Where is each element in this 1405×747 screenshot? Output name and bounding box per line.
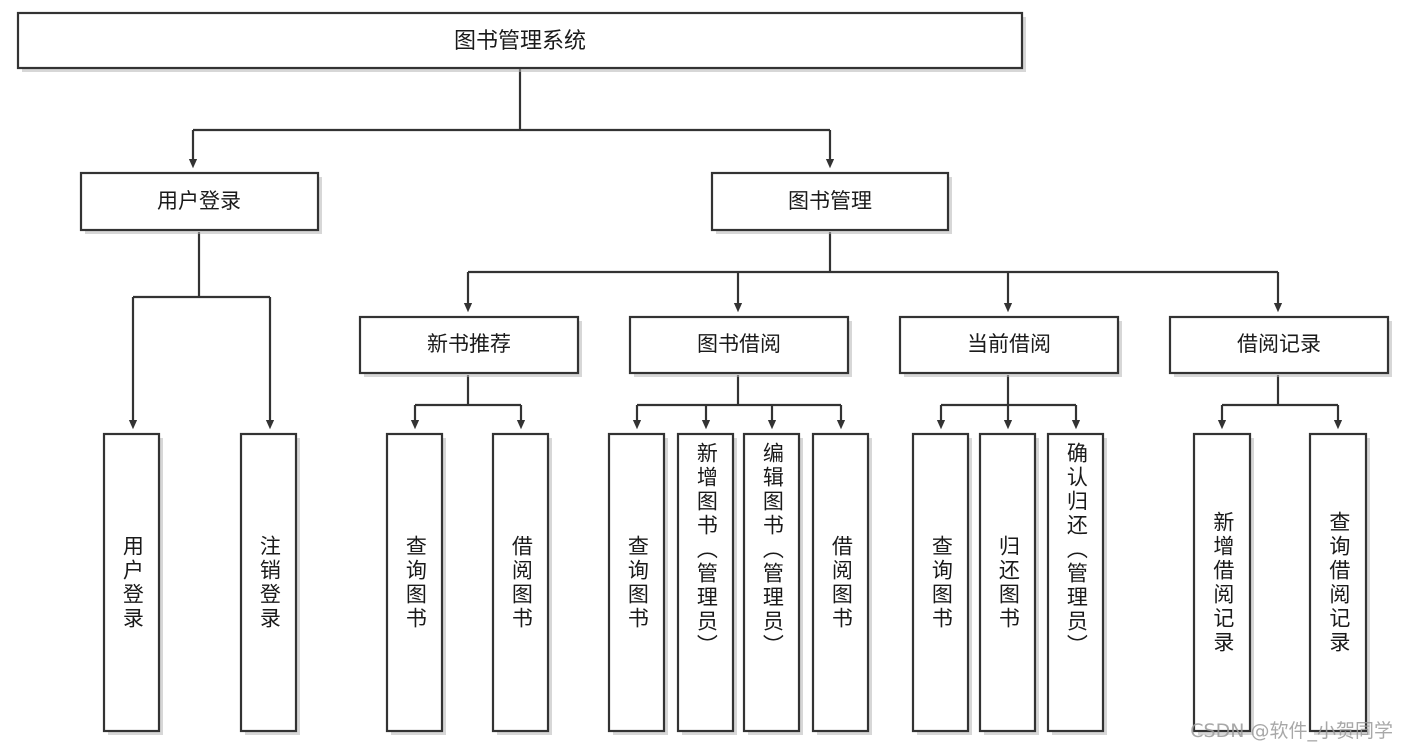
node-current-borrow-label: 当前借阅 [967, 332, 1051, 356]
leaf-current-borrow-0[interactable] [911, 432, 972, 735]
node-book-borrow-label: 图书借阅 [697, 332, 781, 356]
node-new-book-recommend[interactable]: 新书推荐 [358, 315, 582, 377]
leaf-borrow-record-1[interactable] [1308, 432, 1370, 735]
node-borrow-record-label: 借阅记录 [1237, 332, 1321, 356]
node-user-login-label: 用户登录 [157, 189, 241, 213]
leaf-book-borrow-0[interactable] [607, 432, 668, 735]
watermark-label: CSDN @软件_小贺同学 [1190, 720, 1393, 742]
leaf-book-borrow-2[interactable] [742, 432, 803, 735]
node-new-book-recommend-label: 新书推荐 [427, 332, 511, 356]
leaf-new-book-recommend-0[interactable] [385, 432, 446, 735]
node-book-borrow[interactable]: 图书借阅 [628, 315, 852, 377]
leaf-new-book-recommend-1[interactable] [491, 432, 552, 735]
node-book-management-label: 图书管理 [788, 189, 872, 213]
connector-group-borrow-record [1217, 375, 1343, 430]
connector-group-user-login [128, 232, 275, 430]
leaf-user-login-0[interactable] [102, 432, 163, 735]
node-borrow-record[interactable]: 借阅记录 [1168, 315, 1392, 377]
node-user-login[interactable]: 用户登录 [79, 171, 322, 234]
leaf-current-borrow-1[interactable] [978, 432, 1039, 735]
connector-group-book-borrow [632, 375, 846, 430]
connector-group-root [188, 68, 835, 169]
node-root[interactable]: 图书管理系统 [16, 11, 1026, 72]
leaf-book-borrow-1[interactable] [676, 432, 737, 735]
leaf-current-borrow-2[interactable] [1046, 432, 1107, 735]
node-book-management[interactable]: 图书管理 [710, 171, 952, 234]
leaf-user-login-1[interactable] [239, 432, 300, 735]
connector-group-new-book-recommend [410, 375, 526, 430]
connector-group-book-management [463, 232, 1283, 313]
connector-group-current-borrow [936, 375, 1081, 430]
leaf-book-borrow-3[interactable] [811, 432, 872, 735]
node-current-borrow[interactable]: 当前借阅 [898, 315, 1122, 377]
node-root-label: 图书管理系统 [454, 29, 586, 54]
leaf-borrow-record-0[interactable] [1192, 432, 1254, 735]
